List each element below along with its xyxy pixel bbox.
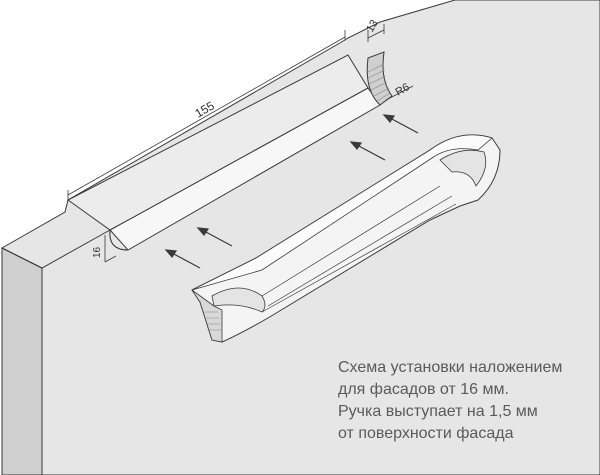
groove-left-end	[109, 229, 129, 251]
groove-end-hatch	[367, 63, 391, 102]
arrow-icon	[196, 227, 233, 247]
furniture-handle	[191, 134, 501, 343]
groove-back-wall	[67, 54, 369, 231]
handle-top-face	[191, 134, 493, 291]
insertion-arrows	[164, 114, 419, 269]
handle-end-face	[191, 289, 223, 343]
caption-line: Ручка выступает на 1,5 мм	[338, 403, 538, 420]
caption-line: Схема установки наложением	[338, 359, 563, 376]
panel-top-edge	[1, 229, 111, 269]
caption-line: от поверхности фасада	[338, 425, 514, 442]
arrow-icon	[164, 249, 201, 269]
milled-groove	[67, 51, 393, 251]
caption: Схема установки наложением для фасадов о…	[338, 357, 600, 445]
panel-side-face	[1, 247, 43, 475]
arrow-icon	[349, 141, 386, 161]
groove-end-wall	[366, 51, 393, 106]
dimension-width: 13	[364, 18, 385, 42]
handle-grip-left	[211, 287, 266, 313]
caption-line: для фасадов от 16 мм.	[338, 381, 509, 398]
dimension-width-label: 13	[364, 18, 381, 35]
handle-grip-right	[439, 149, 487, 187]
dimension-depth-label: 16	[92, 246, 103, 258]
dimension-depth: 16	[92, 235, 117, 263]
arrow-icon	[382, 114, 419, 134]
handle-end-hatch	[204, 311, 221, 331]
handle-channel	[261, 185, 457, 313]
